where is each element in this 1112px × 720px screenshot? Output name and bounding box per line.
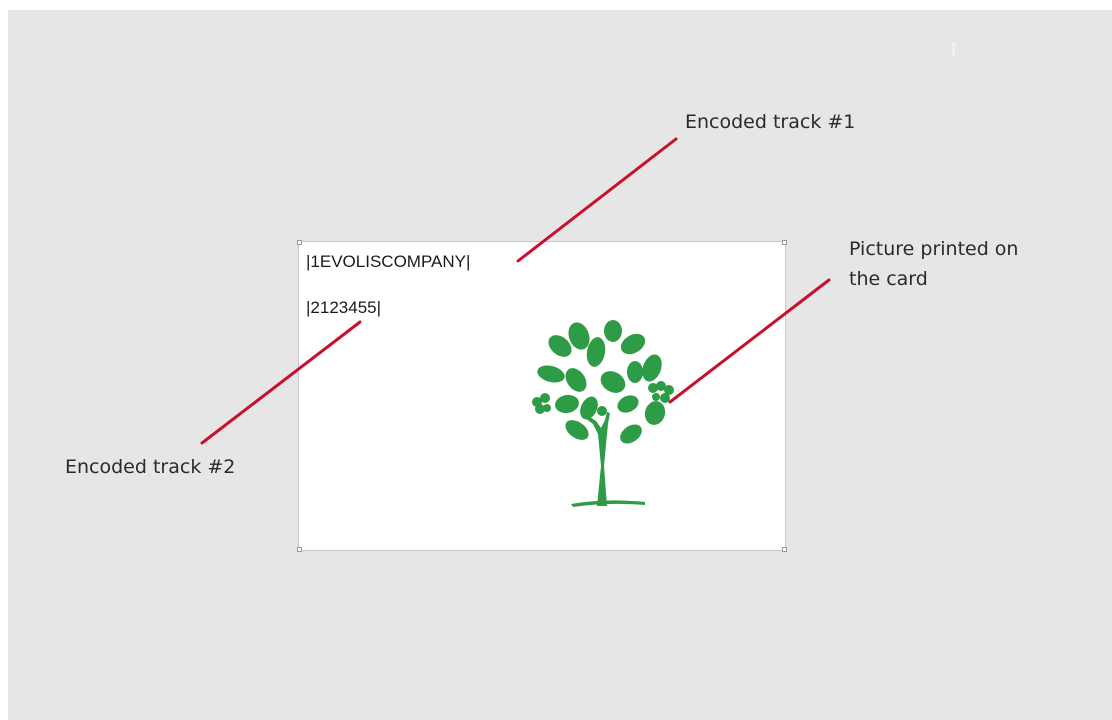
label-picture-line-1: Picture printed on xyxy=(849,238,1019,260)
tree-logo-icon xyxy=(532,320,674,507)
resize-handle-bottom-right[interactable] xyxy=(782,547,787,552)
resize-handle-bottom-left[interactable] xyxy=(297,547,302,552)
label-encoded-track-2: Encoded track #2 xyxy=(65,456,236,478)
label-picture-printed: Picture printed on the card xyxy=(849,234,1018,294)
encoded-track-2-text: |2123455| xyxy=(306,298,382,317)
label-picture-line-2: the card xyxy=(849,268,928,290)
card-image[interactable]: |1EVOLISCOMPANY| |2123455| xyxy=(297,240,787,552)
encoded-track-1-text: |1EVOLISCOMPANY| xyxy=(306,252,471,271)
text-cursor-icon: I xyxy=(950,40,958,61)
resize-handle-top-right[interactable] xyxy=(782,240,787,245)
resize-handle-top-left[interactable] xyxy=(297,240,302,245)
label-encoded-track-1: Encoded track #1 xyxy=(685,111,856,133)
